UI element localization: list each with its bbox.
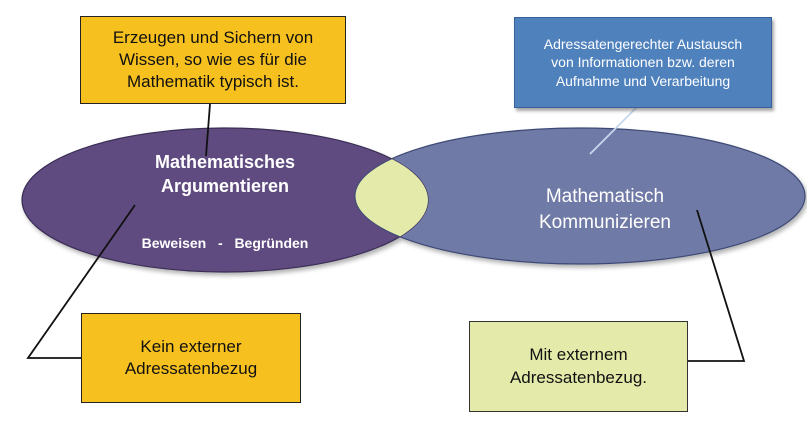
box-mit-line2: Adressatenbezug. bbox=[509, 367, 648, 387]
connector-bottom-right bbox=[688, 209, 746, 362]
right-ellipse-title: Mathematisch Kommunizieren bbox=[500, 184, 710, 235]
box-mit-line1: Mit externem bbox=[529, 345, 628, 365]
left-ellipse-subtitle: Beweisen - Begründen bbox=[141, 235, 309, 251]
box-kein-line2: Adressatenbezug bbox=[124, 359, 258, 378]
box-austausch-line2: von Informationen bzw. deren bbox=[551, 54, 735, 71]
box-wissen-line2: Wissen, so wie es für die bbox=[118, 49, 307, 69]
left-ellipse-title-line2: Argumentieren bbox=[160, 176, 290, 197]
box-mit-externem-adressatenbezug: Mit externem Adressatenbezug. bbox=[469, 321, 688, 412]
ellipse-right-outline bbox=[354, 128, 428, 265]
box-adressatengerechter-austausch: Adressatengerechter Austausch von Inform… bbox=[514, 17, 772, 108]
box-austausch-line3: Aufnahme und Verarbeitung bbox=[555, 72, 731, 89]
connector-top-right bbox=[589, 107, 637, 155]
connector-top-left bbox=[205, 103, 211, 157]
box-kein-externer-adressatenbezug: Kein externer Adressatenbezug bbox=[81, 313, 301, 403]
box-austausch-line1: Adressatengerechter Austausch bbox=[543, 36, 743, 53]
box-wissen-line1: Erzeugen und Sichern von bbox=[112, 27, 314, 47]
connector-bottom-left bbox=[26, 204, 136, 359]
left-ellipse-title: Mathematisches Argumentieren bbox=[120, 150, 330, 199]
box-kein-line1: Kein externer bbox=[140, 336, 242, 356]
left-ellipse-title-line1: Mathematisches bbox=[154, 152, 296, 172]
box-wissen-sichern: Erzeugen und Sichern von Wissen, so wie … bbox=[80, 16, 346, 104]
box-wissen-line3: Mathematik typisch ist. bbox=[127, 72, 299, 92]
right-ellipse-title-line1: Mathematisch bbox=[545, 186, 665, 207]
right-ellipse-title-line2: Kommunizieren bbox=[539, 211, 671, 233]
